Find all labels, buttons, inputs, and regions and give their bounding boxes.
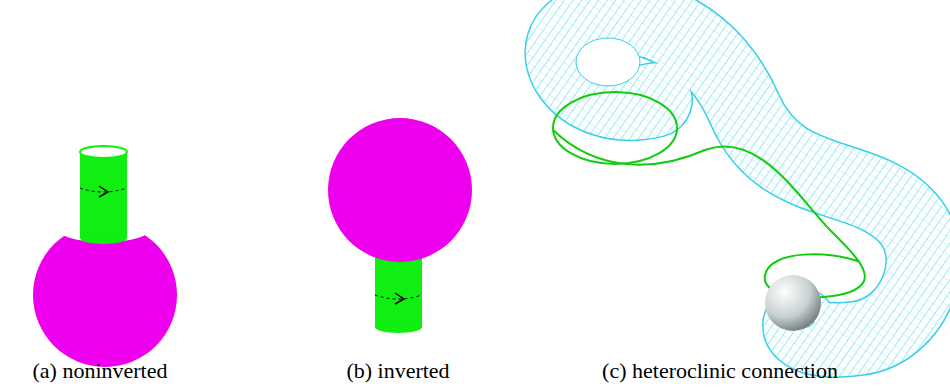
- panel-caption: (a) noninverted: [33, 360, 168, 382]
- panel-caption: (b) inverted: [346, 360, 449, 382]
- panel-caption: (c) heteroclinic connection: [602, 360, 838, 382]
- noninverted-figure: [33, 146, 177, 367]
- heteroclinic-figure: [553, 17, 923, 340]
- inverted-figure: [328, 118, 472, 333]
